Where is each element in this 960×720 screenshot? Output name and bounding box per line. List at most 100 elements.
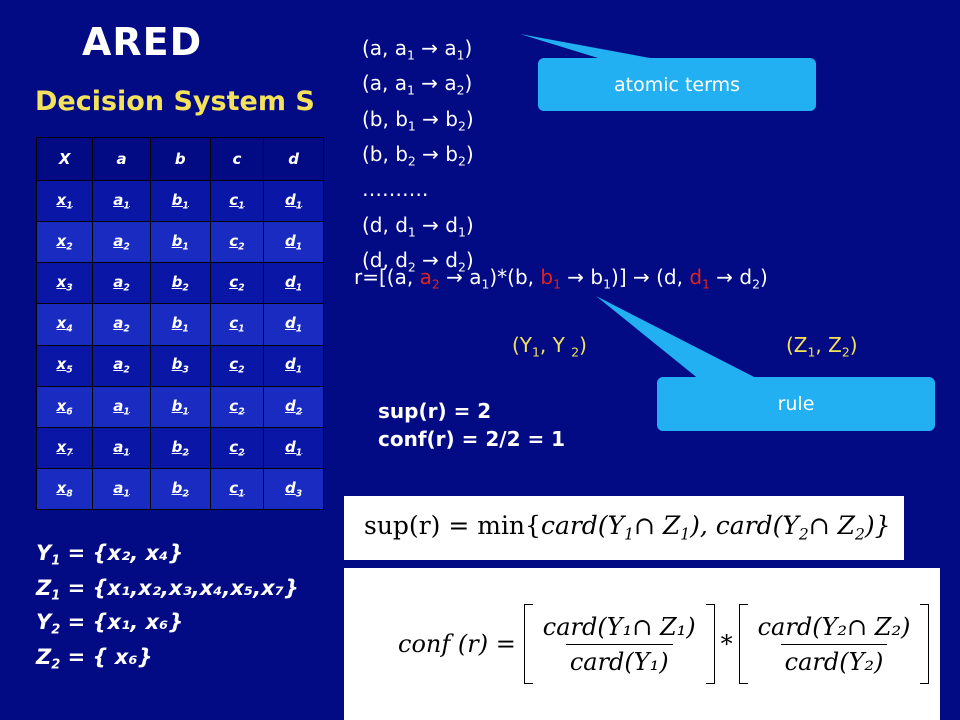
z-pair: (Z1, Z2) [786,333,858,360]
atomic-term: (d, d1 → d1) [362,212,474,239]
table-cell: x1 [35,179,94,223]
table-cell: x3 [35,262,94,305]
table-cell: d1 [263,344,324,387]
rule-text: )] → (d, [611,265,690,289]
rule-subscript: 1 [702,276,710,292]
table-cell: x8 [35,467,94,511]
rule-text: → d [709,265,753,289]
support-formula-text: sup(r) = min{card(Y1∩ Z1), card(Y2∩ Z2)} [364,511,891,544]
atomic-term: ………. [362,177,429,202]
table-cell: a2 [92,344,151,387]
rule-subscript: 2 [431,276,440,292]
rule-expression: r=[(a, a2 → a1)*(b, b1 → b1)] → (d, d1 →… [354,265,768,291]
rule-callout-pointer [596,296,760,380]
metrics: sup(r) = 2 conf(r) = 2/2 = 1 [378,397,565,453]
table-cell: d3 [263,467,324,511]
table-header: X [35,137,94,181]
confidence-formula: conf (r) = card(Y₁∩ Z₁)card(Y₁) * card(Y… [344,568,940,720]
table-cell: d1 [263,221,324,264]
support-formula: sup(r) = min{card(Y1∩ Z1), card(Y2∩ Z2)} [344,496,904,560]
table-cell: c2 [209,221,265,264]
rule-subscript: 1 [603,276,612,292]
atomic-term: (d, d2 → d2) [362,247,474,275]
rule-text: d [689,265,703,289]
atomic-term: (b, b1 → b2) [362,106,474,133]
set-definition: Z1 = {x₁,x₂,x₃,x₄,x₅,x₇} [36,575,299,604]
table-cell: b1 [149,179,211,223]
rule-text: ) [759,265,768,289]
table-cell: c1 [209,179,265,223]
confidence-fraction-1: card(Y₁∩ Z₁)card(Y₁) [542,612,696,676]
table-cell: d1 [263,303,324,346]
set-definition: Y1 = {x₂, x₄} [36,541,184,569]
table-cell: a2 [92,262,151,305]
table-cell: a2 [92,303,151,346]
table-cell: d2 [263,385,324,428]
table-cell: c2 [209,385,265,428]
table-cell: x5 [35,344,94,387]
callout-label: atomic terms [613,73,740,96]
table-cell: x4 [35,303,94,346]
table-cell: b2 [149,467,211,511]
support-value: sup(r) = 2 [378,399,492,423]
table-cell: x6 [35,385,94,428]
atomic-term: (b, b2 → b2) [362,141,474,169]
rule-text: )*(b, [489,265,541,289]
table-cell: a1 [92,179,151,223]
confidence-value: conf(r) = 2/2 = 1 [378,427,566,451]
table-cell: x7 [35,426,94,469]
callout-label: rule [777,393,815,415]
rule-subscript: 2 [752,276,760,292]
y-pair: (Y1, Y 2) [512,333,587,360]
rule-text: b [540,265,554,289]
atomic-terms-list: (a, a1 → a1) (a, a1 → a2) (b, b1 → b2) (b, … [362,34,474,281]
set-definition: Z2 = { x₆} [36,644,153,673]
table-header: d [263,137,324,181]
table-cell: c2 [209,344,265,387]
rule-subscript: 1 [553,276,561,292]
confidence-fraction-2: card(Y₂∩ Z₂)card(Y₂) [757,612,911,676]
table-cell: b1 [149,303,211,346]
atomic-callout-pointer [520,34,650,58]
table-cell: b1 [149,385,211,428]
table-cell: d1 [263,262,324,305]
page-title: ARED [82,20,203,64]
table-cell: c2 [209,262,265,305]
section-subtitle: Decision System S [35,86,315,117]
table-header: c [209,137,265,181]
rule-text: → a [439,265,482,289]
confidence-formula-text: conf (r) = card(Y₁∩ Z₁)card(Y₁) * card(Y… [398,602,930,686]
table-cell: c1 [209,467,265,511]
atomic-term: (a, a1 → a2) [362,71,473,98]
table-header: b [149,137,211,181]
table-header-row: X a b c d [35,137,324,181]
atomic-term: (a, a1 → a1) [362,36,473,63]
rule-text: a [419,265,432,289]
table-cell: a2 [92,221,151,264]
rule-text: r=[(a, [354,265,420,289]
table-cell: c1 [209,303,265,346]
table-cell: x2 [35,221,94,264]
table-cell: a1 [92,467,151,511]
table-cell: b2 [149,262,211,305]
rule-callout: rule [657,377,935,431]
set-definition: Y2 = {x₁, x₆} [36,610,184,638]
rule-text: → b [560,265,604,289]
atomic-terms-callout: atomic terms [538,58,816,111]
table-cell: b2 [149,426,211,469]
table-cell: d1 [263,179,324,223]
set-definitions: Y1 = {x₂, x₄} Z1 = {x₁,x₂,x₃,x₄,x₅,x₇} Y2 … [36,540,299,678]
table-cell: b3 [149,344,211,387]
table-cell: b1 [149,221,211,264]
